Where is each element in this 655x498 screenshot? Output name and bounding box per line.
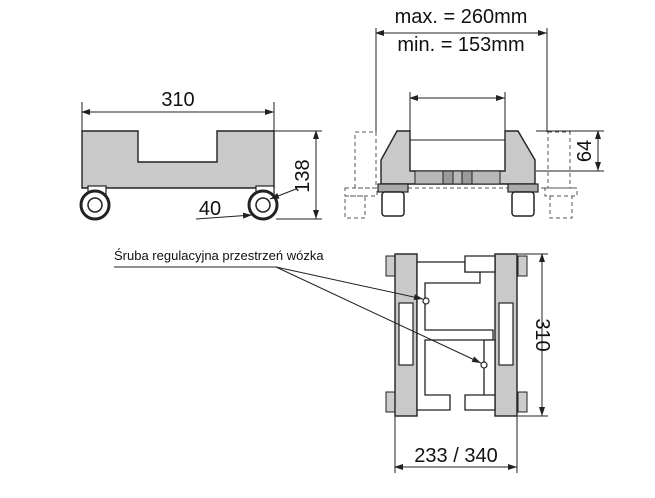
dimension-wheel-label: 40 (199, 198, 221, 220)
max-width-label: max. = 260mm (395, 6, 528, 28)
top-view-left-plate (416, 261, 494, 411)
callout-label: Śruba regulacyjna przestrzeń wózka (114, 248, 324, 263)
dimension-rail-height-label: 64 (574, 140, 596, 162)
side-view: 310 138 40 (79, 89, 322, 221)
dimension-width-label: 233 / 340 (414, 445, 497, 467)
side-view-body (81, 130, 275, 189)
dimension-height: 138 (274, 130, 322, 220)
dimension-width-range: max. = 260mm min. = 153mm (375, 6, 548, 138)
dimension-length-top: 310 (81, 89, 275, 131)
min-width-label: min. = 153mm (397, 34, 524, 56)
adjustment-screw-lower (480, 361, 488, 369)
adjustment-screw-upper (422, 297, 430, 305)
dimension-depth: 310 (518, 253, 553, 417)
dimension-depth-label: 310 (531, 318, 553, 351)
top-view: 310 233 / 340 (385, 253, 553, 473)
dimension-width: 233 / 340 (394, 416, 518, 473)
dimension-height-label: 138 (292, 159, 314, 192)
side-view-wheel-right (247, 185, 279, 221)
front-view: max. = 260mm min. = 153mm 64 (344, 6, 604, 219)
adjustment-screw-callout: Śruba regulacyjna przestrzeń wózka (114, 248, 482, 364)
side-view-wheel-left (79, 185, 111, 221)
dimension-rail-height: 64 (536, 130, 604, 172)
dimension-wheel: 40 (195, 188, 297, 220)
dimension-length-top-label: 310 (161, 89, 194, 111)
top-view-right-plate (464, 255, 496, 411)
